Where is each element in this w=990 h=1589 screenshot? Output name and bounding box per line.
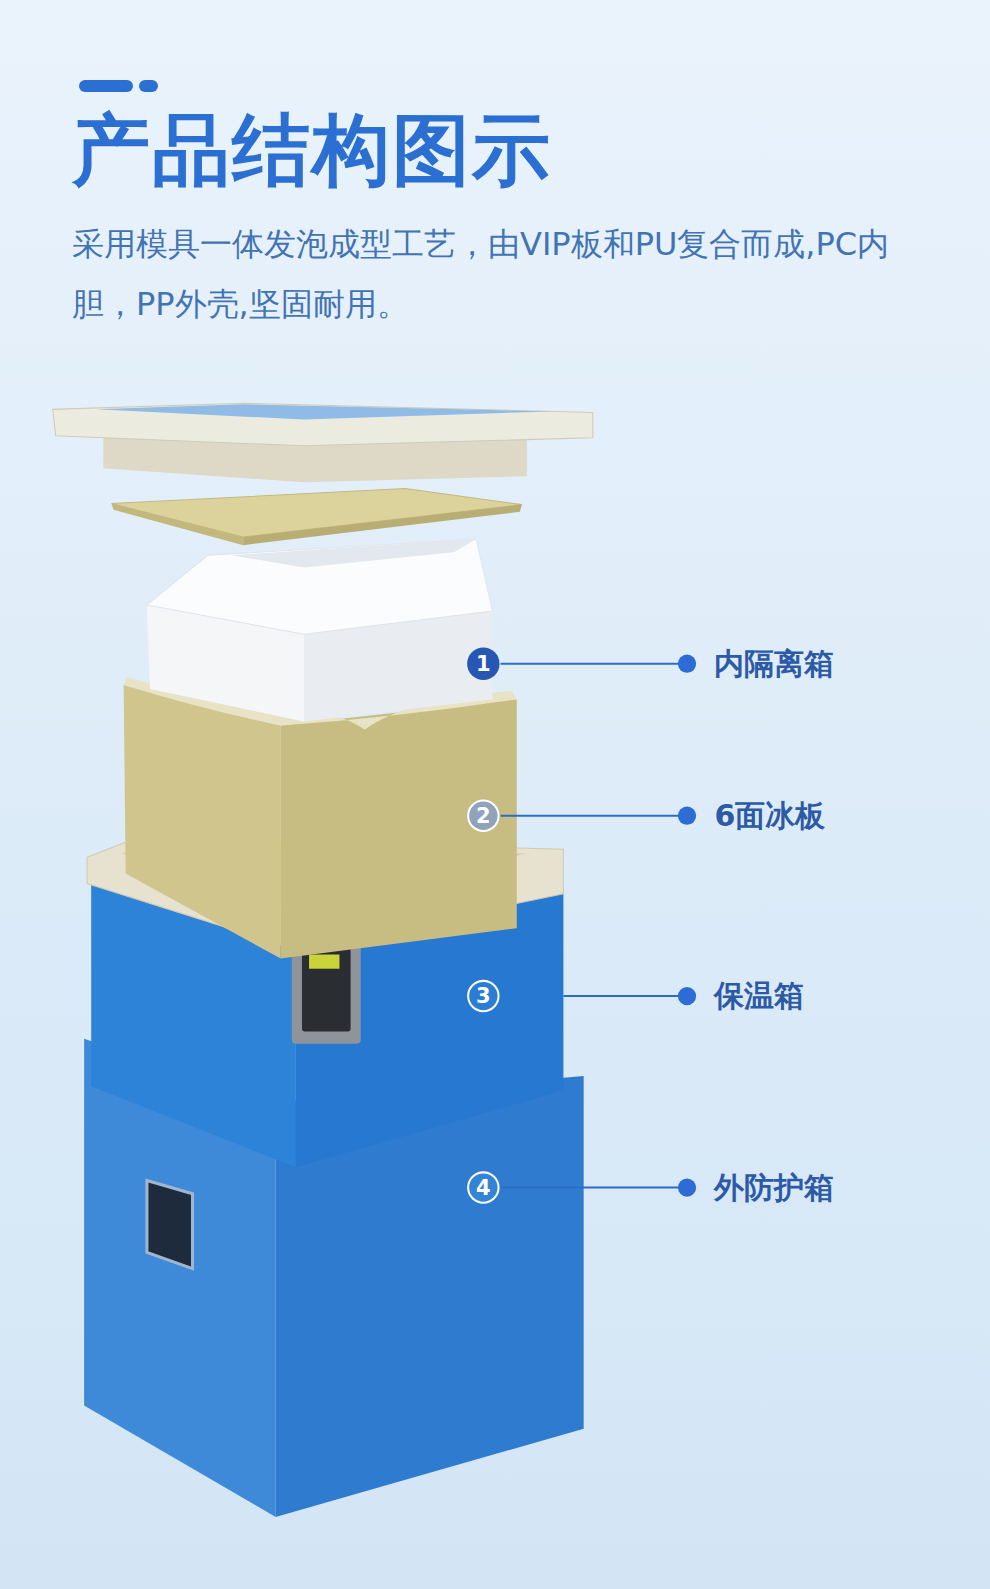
bag-fold (231, 539, 476, 567)
callout-circle (467, 647, 499, 679)
caption: 采用模具一体发泡成型工艺，由VIP板和PU复合而成,PC内胆，PP外壳,坚固耐用… (72, 214, 922, 334)
leader-dot (678, 807, 696, 825)
leader-line (501, 663, 685, 665)
callout-number: 2 (467, 800, 499, 832)
callout-circle (468, 801, 498, 831)
display-screen (302, 942, 351, 1031)
inner-bag-flap (147, 539, 493, 634)
leader-line (563, 995, 685, 997)
page-title: 产品结构图示 (72, 108, 552, 194)
leader-dot (678, 655, 696, 673)
leader-line (501, 1187, 685, 1189)
ice-plate-left (124, 685, 281, 959)
lid-top-panel (96, 404, 552, 419)
callout-circle (468, 1172, 498, 1202)
part-name: 外防护箱 (714, 1170, 834, 1206)
lid-ice-edge (243, 505, 522, 546)
part-name: 保温箱 (714, 978, 804, 1014)
leader-line (501, 815, 685, 817)
lid-ice-edge (111, 504, 243, 546)
header-bar (139, 80, 158, 92)
leader-dot (678, 987, 696, 1005)
ice-plate-right (281, 699, 517, 958)
part-name: 内隔离箱 (714, 646, 834, 682)
exploded-box (53, 403, 696, 1517)
header-bar (79, 80, 133, 92)
callout-number: 1 (467, 648, 499, 680)
callout-number: 4 (467, 1172, 499, 1204)
callout-number: 3 (467, 980, 499, 1012)
part-name: 6面冰板 (714, 798, 825, 834)
leader-dot (678, 1178, 696, 1196)
handle-hole (147, 1180, 193, 1268)
lid-slab (53, 403, 593, 446)
display-lcd (309, 955, 339, 969)
callout-circle (468, 981, 498, 1011)
